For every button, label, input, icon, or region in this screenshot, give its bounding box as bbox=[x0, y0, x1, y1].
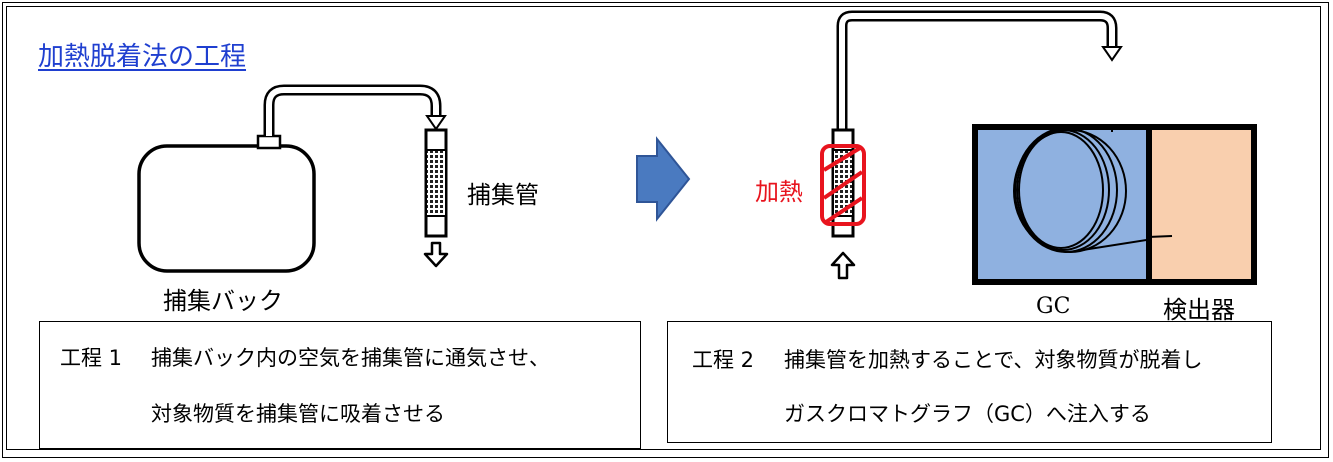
step-2-line-1: 捕集管を加熱することで、対象物質が脱着し bbox=[784, 348, 1203, 372]
step-1-number: 工程 1 bbox=[60, 346, 123, 370]
bag-to-tube-pipe bbox=[263, 84, 447, 136]
gc-label: GC bbox=[1036, 294, 1071, 319]
up-arrow-icon bbox=[830, 251, 856, 280]
step-1-line-2: 対象物質を捕集管に吸着させる bbox=[151, 402, 445, 426]
heating-label: 加熱 bbox=[755, 178, 803, 206]
heating-coil-icon bbox=[820, 144, 866, 226]
down-arrow-icon bbox=[423, 241, 449, 268]
step-1-line-1: 捕集バック内の空気を捕集管に通気させ、 bbox=[151, 346, 550, 370]
step-1-box: 工程 1 捕集バック内の空気を捕集管に通気させ、 対象物質を捕集管に吸着させる bbox=[39, 321, 641, 449]
trap-tube-step1 bbox=[424, 128, 448, 238]
instrument-outline bbox=[972, 124, 1257, 285]
step-2-box: 工程 2 捕集管を加熱することで、対象物質が脱着し ガスクロマトグラフ（GC）へ… bbox=[667, 321, 1272, 443]
detector-instrument bbox=[1149, 127, 1254, 282]
gc-column-coil bbox=[1013, 130, 1149, 253]
process-arrow-icon bbox=[636, 136, 691, 222]
tube-to-gc-pipe bbox=[836, 10, 1123, 132]
inner-frame bbox=[6, 6, 1321, 450]
sampling-bag bbox=[137, 134, 316, 273]
step-2-line-2: ガスクロマトグラフ（GC）へ注入する bbox=[784, 402, 1151, 426]
diagram-title: 加熱脱着法の工程 bbox=[38, 42, 247, 72]
step-2-number: 工程 2 bbox=[692, 348, 755, 372]
sampling-bag-label: 捕集バック bbox=[163, 287, 283, 315]
trap-tube-label: 捕集管 bbox=[467, 181, 539, 209]
detector-label: 検出器 bbox=[1163, 296, 1235, 324]
gc-instrument bbox=[975, 127, 1149, 282]
